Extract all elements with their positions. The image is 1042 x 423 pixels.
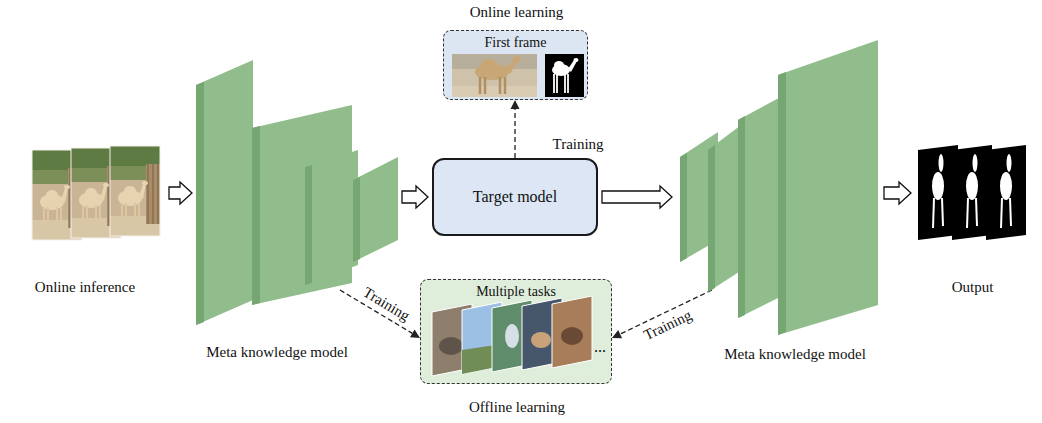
first-frame-photo-part-part [499, 77, 502, 94]
edge-label-holder: Training [638, 305, 695, 345]
first-frame-photo-part [513, 56, 521, 62]
edge-label: Training [551, 136, 606, 153]
decoder-layers-part [738, 116, 745, 318]
decoder-layers-part [708, 145, 715, 292]
edge-label: Training [358, 283, 414, 326]
output-masks-drawing-part [1000, 172, 1012, 200]
block-arrow [402, 186, 428, 208]
task-images-part [531, 332, 551, 348]
encoder-layers-part [196, 60, 253, 325]
first-frame-mask-part-part [556, 74, 558, 93]
input-video-frames-part [110, 146, 160, 236]
edge-label-holder: Training [551, 135, 606, 153]
section-heading: Online learning [414, 3, 619, 21]
encoder-layers-part [305, 150, 358, 285]
task-images-part [561, 327, 583, 345]
label-holder: ... [594, 338, 606, 356]
input-caption: Online inference [5, 278, 165, 296]
output-masks-drawing-part [986, 145, 1026, 240]
output-masks-drawing-part [932, 172, 944, 200]
encoder-layers-part [196, 82, 204, 325]
decoder-layers [680, 40, 878, 335]
encoder-layers-part [353, 157, 398, 262]
output-masks-drawing-part-part [1001, 198, 1002, 228]
box-heading: First frame [444, 35, 587, 51]
block-arrow-shape [602, 186, 672, 208]
encoder-layers-part [305, 165, 312, 285]
edge-label-holder: Training [358, 282, 415, 326]
task-images-part [552, 296, 592, 368]
block-arrow [884, 182, 911, 204]
output-masks-drawing-part-part [976, 198, 977, 226]
output-caption: Output [915, 278, 1030, 296]
first-frame-photo-part-part [484, 77, 487, 94]
arrow-head [410, 330, 420, 339]
training-arrow [511, 100, 520, 158]
output-masks-drawing-part [1001, 198, 1011, 228]
output-masks-drawing-part [973, 154, 978, 172]
task-images-part [505, 324, 519, 348]
box-title: Target model [473, 187, 557, 207]
section-heading: Offline learning [401, 398, 633, 416]
arrow-head [511, 100, 520, 109]
output-masks-drawing-part-part [933, 198, 934, 228]
first-frame-mask-part-part [567, 74, 569, 93]
box-heading: Multiple tasks [421, 283, 611, 301]
task-images-part [439, 337, 463, 355]
first-frame-mask [545, 54, 584, 97]
first-frame-mask-part [545, 54, 584, 97]
encoder-layers-part [353, 177, 360, 262]
dashed-line [514, 109, 515, 158]
output-masks-drawing-part-part [967, 198, 968, 228]
first-frame-photo-part [480, 77, 505, 94]
block-arrow [169, 182, 192, 204]
arrow-head [612, 330, 622, 338]
first-frame-mask-part [554, 74, 568, 93]
block-arrow-shape [884, 182, 911, 204]
output-masks-drawing-part [966, 172, 978, 200]
ellipsis-mark: ... [594, 338, 606, 356]
target-model-box: Target model [432, 158, 598, 236]
first-frame-photo-part-part [479, 77, 482, 94]
first-frame-photo [452, 54, 537, 97]
first-frame-mask-part [554, 61, 564, 69]
first-frame-photo-part-part [504, 77, 507, 94]
block-arrow-shape [169, 182, 192, 204]
decoder-layers-part [778, 72, 786, 335]
first-frame-mask-part-part [564, 74, 566, 93]
edge-label: Training [639, 306, 696, 345]
output-masks-drawing-part [939, 154, 944, 172]
output-masks-drawing-part [1007, 154, 1012, 172]
first-frame-mask-part-part [553, 74, 555, 93]
output-masks-drawing [918, 145, 1026, 240]
output-masks-drawing-part-part [942, 198, 943, 226]
output-masks-drawing-part [967, 198, 977, 228]
output-masks-drawing-part [933, 198, 943, 228]
encoder-layers-part [252, 126, 260, 305]
first-frame-mask-part [574, 58, 579, 62]
first-frame-photo-part [452, 54, 537, 97]
input-video-frames [32, 146, 160, 240]
output-masks-drawing-part-part [1010, 198, 1011, 226]
decoder-layers-part [778, 40, 878, 335]
block-arrow [602, 186, 672, 208]
stack-caption: Meta knowledge model [177, 343, 377, 361]
first-frame-photo-part [452, 86, 537, 97]
block-arrow-shape [402, 186, 428, 208]
stack-caption: Meta knowledge model [695, 345, 895, 363]
task-images [432, 296, 592, 376]
first-frame-photo-part [481, 59, 497, 71]
decoder-layers-part [680, 153, 687, 262]
